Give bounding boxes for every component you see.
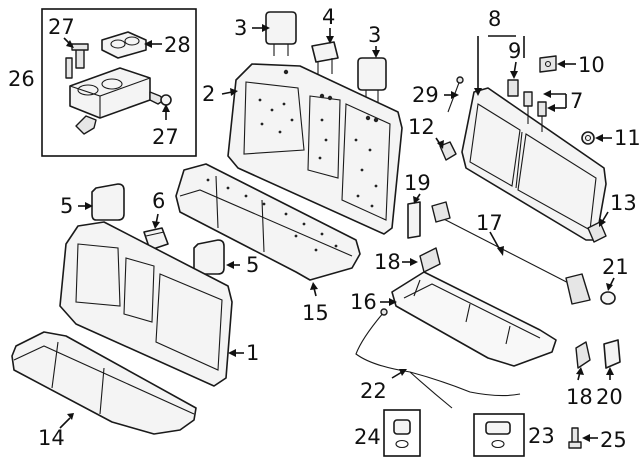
callout-10: 10 <box>578 53 605 77</box>
callout-8: 8 <box>488 7 501 31</box>
callout-5-lower: 5 <box>246 253 259 277</box>
seat-frame-part-16 <box>391 247 557 367</box>
callout-22: 22 <box>360 379 387 403</box>
clip-part-12 <box>439 141 457 161</box>
bracket-part-13 <box>587 221 607 243</box>
armrest-cupholder-part-28 <box>101 31 147 59</box>
callout-4: 4 <box>322 5 335 29</box>
callout-27-upper: 27 <box>48 15 75 39</box>
callout-17: 17 <box>476 211 503 235</box>
seat-cushion-cover-part-14 <box>11 331 197 435</box>
callout-15: 15 <box>302 301 329 325</box>
callout-27-lower: 27 <box>152 125 179 149</box>
callout-2: 2 <box>202 82 215 106</box>
armrest-housing-part-26 <box>69 67 151 119</box>
callout-3-left: 3 <box>234 16 247 40</box>
bolt-part-27-upper <box>71 43 89 69</box>
side-cover-part-5-upper <box>91 183 125 221</box>
pin-part-25 <box>568 427 582 449</box>
callout-9: 9 <box>508 39 521 63</box>
callout-21: 21 <box>602 255 629 279</box>
seat-back-frame-part-2 <box>227 63 403 235</box>
callout-20: 20 <box>596 385 623 409</box>
callout-29: 29 <box>412 83 439 107</box>
bushing-part-24 <box>393 419 411 449</box>
callout-18-upper: 18 <box>374 250 401 274</box>
cap-part-21 <box>600 291 616 305</box>
callout-1: 1 <box>246 341 259 365</box>
callout-5-upper: 5 <box>60 194 73 218</box>
side-cover-part-5-lower <box>193 239 225 275</box>
seat-cushion-part-15 <box>175 163 361 281</box>
seat-back-cover-part-1 <box>59 221 233 387</box>
callout-25: 25 <box>600 428 627 452</box>
callout-16: 16 <box>350 290 377 314</box>
callout-labels: 1 2 3 4 3 5 6 5 14 15 8 9 10 29 7 12 11 … <box>8 5 640 452</box>
bolts-part-7 <box>523 91 547 132</box>
bracket-part-18-lower <box>575 341 591 369</box>
callout-18-lower: 18 <box>566 385 593 409</box>
nut-part-11 <box>581 131 595 145</box>
bolt-part-27-lower <box>149 91 172 106</box>
headrest-center-part-4 <box>311 41 339 78</box>
bracket-part-10 <box>539 55 557 73</box>
pad-part-23 <box>485 421 511 449</box>
bracket-part-20 <box>603 339 621 369</box>
callout-14: 14 <box>38 426 65 450</box>
support-rod-part-17 <box>431 201 591 305</box>
callout-11: 11 <box>614 126 640 150</box>
callout-24: 24 <box>354 425 381 449</box>
inset-box-26 <box>41 8 197 157</box>
callout-28: 28 <box>164 33 191 57</box>
trim-part-19 <box>407 201 421 239</box>
callout-23: 23 <box>528 424 555 448</box>
headrest-left-part-3 <box>265 11 297 56</box>
callout-12: 12 <box>408 115 435 139</box>
callout-13: 13 <box>610 191 637 215</box>
callout-19: 19 <box>404 171 431 195</box>
callout-6: 6 <box>152 189 165 213</box>
callout-3-right: 3 <box>368 23 381 47</box>
release-cable-part-22 <box>355 308 521 409</box>
clip-part-small <box>65 57 73 79</box>
latch-bracket-part <box>75 115 97 135</box>
box-part-24 <box>383 409 421 457</box>
leader-lines <box>59 24 615 442</box>
box-part-23 <box>473 413 525 457</box>
callout-7: 7 <box>570 89 583 113</box>
callout-26: 26 <box>8 67 35 91</box>
latch-part-9 <box>507 79 519 97</box>
